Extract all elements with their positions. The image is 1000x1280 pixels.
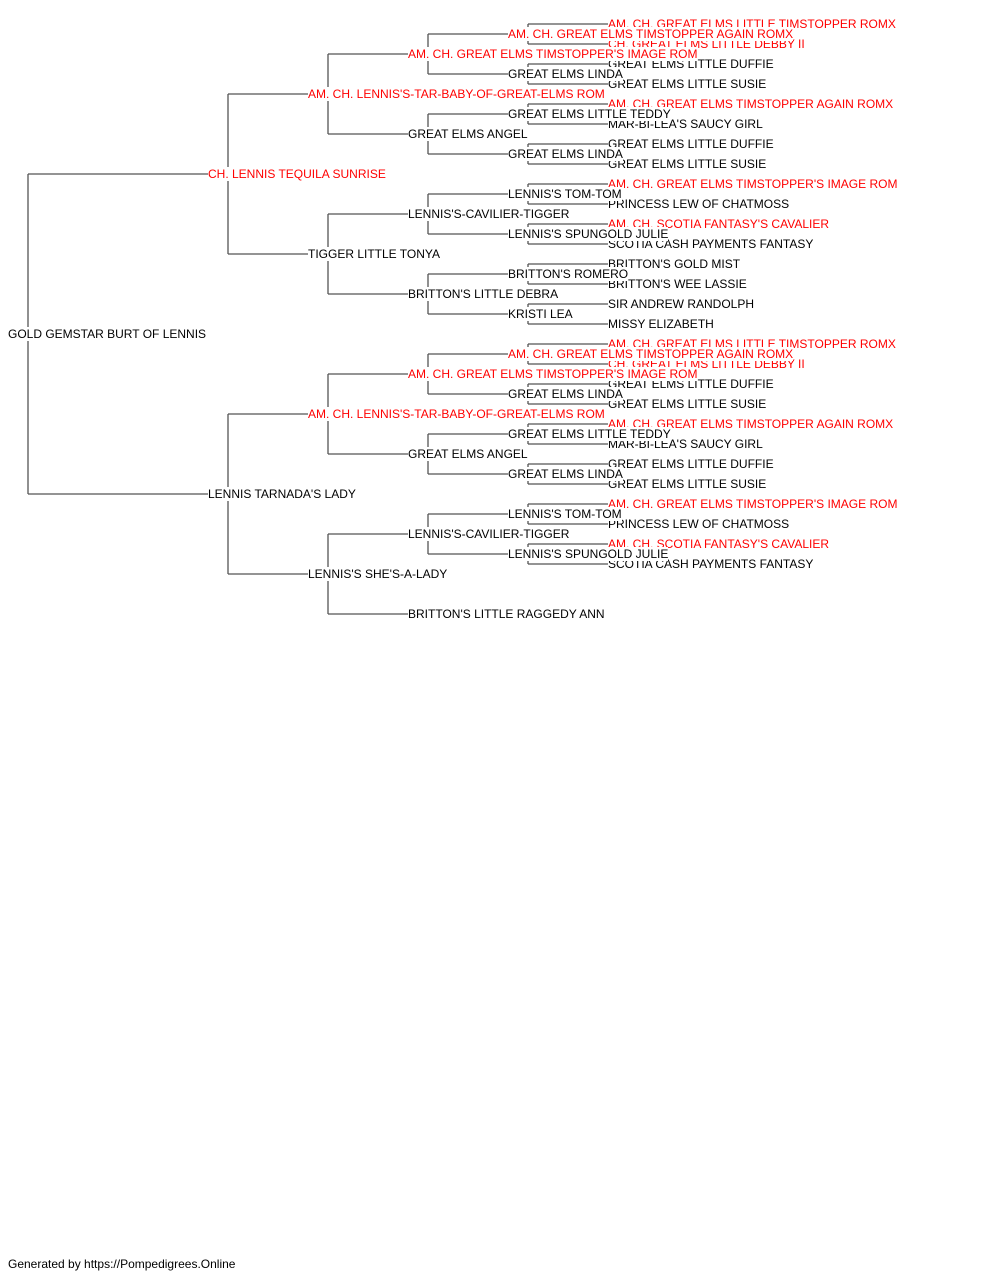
pedigree-node-dam[interactable]: BRITTON'S LITTLE DEBRA: [408, 287, 559, 301]
pedigree-node-dam[interactable]: GREAT ELMS LINDA: [508, 387, 623, 401]
pedigree-node-sire[interactable]: LENNIS'S-CAVILIER-TIGGER: [408, 207, 570, 221]
generated-by-footer: Generated by https://Pompedigrees.Online: [8, 1257, 236, 1271]
pedigree-node-sire[interactable]: AM. CH. GREAT ELMS TIMSTOPPER'S IMAGE RO…: [408, 367, 698, 381]
pedigree-node-dam[interactable]: TIGGER LITTLE TONYA: [308, 247, 441, 261]
pedigree-node-sire[interactable]: LENNIS'S TOM-TOM: [508, 187, 622, 201]
pedigree-node-dam[interactable]: LENNIS'S SPUNGOLD JULIE: [508, 547, 669, 561]
pedigree-node-sire[interactable]: CH. LENNIS TEQUILA SUNRISE: [208, 167, 386, 181]
pedigree-node-dam[interactable]: MISSY ELIZABETH: [608, 317, 714, 331]
pedigree-node-dam[interactable]: GREAT ELMS LITTLE SUSIE: [608, 157, 767, 171]
pedigree-node-dam[interactable]: LENNIS'S SHE'S-A-LADY: [308, 567, 448, 581]
pedigree-node-dam[interactable]: GREAT ELMS LINDA: [508, 67, 623, 81]
pedigree-node-dam[interactable]: PRINCESS LEW OF CHATMOSS: [608, 197, 790, 211]
pedigree-node-dam[interactable]: GREAT ELMS LITTLE SUSIE: [608, 397, 767, 411]
pedigree-node-sire[interactable]: BRITTON'S ROMERO: [508, 267, 629, 281]
pedigree-node-dam[interactable]: BRITTON'S WEE LASSIE: [608, 277, 747, 291]
pedigree-node-sire[interactable]: AM. CH. GREAT ELMS TIMSTOPPER AGAIN ROMX: [608, 417, 894, 431]
pedigree-node-sire[interactable]: GREAT ELMS LITTLE DUFFIE: [608, 457, 774, 471]
pedigree-node-sire[interactable]: AM. CH. GREAT ELMS TIMSTOPPER AGAIN ROMX: [508, 27, 794, 41]
pedigree-node-sire[interactable]: GREAT ELMS LITTLE TEDDY: [508, 107, 671, 121]
pedigree-node-dam[interactable]: GREAT ELMS LINDA: [508, 467, 623, 481]
pedigree-node-sire[interactable]: GREAT ELMS LITTLE DUFFIE: [608, 137, 774, 151]
pedigree-node-dam[interactable]: KRISTI LEA: [508, 307, 573, 321]
pedigree-node-sire[interactable]: GREAT ELMS LITTLE TEDDY: [508, 427, 671, 441]
pedigree-node-sire[interactable]: AM. CH. GREAT ELMS TIMSTOPPER'S IMAGE RO…: [608, 497, 898, 511]
pedigree-node-dam[interactable]: BRITTON'S LITTLE RAGGEDY ANN: [408, 607, 605, 621]
pedigree-node-sire[interactable]: BRITTON'S GOLD MIST: [608, 257, 741, 271]
pedigree-node-sire[interactable]: AM. CH. GREAT ELMS TIMSTOPPER'S IMAGE RO…: [408, 47, 698, 61]
pedigree-node-sire[interactable]: AM. CH. GREAT ELMS TIMSTOPPER AGAIN ROMX: [608, 97, 894, 111]
pedigree-node-sire[interactable]: AM. CH. GREAT ELMS TIMSTOPPER AGAIN ROMX: [508, 347, 794, 361]
pedigree-node-dam[interactable]: GREAT ELMS LITTLE SUSIE: [608, 477, 767, 491]
pedigree-node-sire[interactable]: AM. CH. GREAT ELMS TIMSTOPPER'S IMAGE RO…: [608, 177, 898, 191]
pedigree-node-sire[interactable]: SIR ANDREW RANDOLPH: [608, 297, 755, 311]
pedigree-node-sire[interactable]: AM. CH. LENNIS'S-TAR-BABY-OF-GREAT-ELMS …: [308, 407, 605, 421]
pedigree-node-dam[interactable]: LENNIS'S SPUNGOLD JULIE: [508, 227, 669, 241]
pedigree-node-dam[interactable]: GREAT ELMS ANGEL: [408, 447, 528, 461]
pedigree-node-dam[interactable]: LENNIS TARNADA'S LADY: [208, 487, 356, 501]
pedigree-node-dam[interactable]: GREAT ELMS ANGEL: [408, 127, 528, 141]
pedigree-node-subject[interactable]: GOLD GEMSTAR BURT OF LENNIS: [8, 327, 207, 341]
pedigree-node-sire[interactable]: LENNIS'S TOM-TOM: [508, 507, 622, 521]
pedigree-node-dam[interactable]: GREAT ELMS LITTLE SUSIE: [608, 77, 767, 91]
pedigree-node-dam[interactable]: PRINCESS LEW OF CHATMOSS: [608, 517, 790, 531]
pedigree-node-sire[interactable]: LENNIS'S-CAVILIER-TIGGER: [408, 527, 570, 541]
pedigree-node-sire[interactable]: AM. CH. LENNIS'S-TAR-BABY-OF-GREAT-ELMS …: [308, 87, 605, 101]
pedigree-node-dam[interactable]: GREAT ELMS LINDA: [508, 147, 623, 161]
